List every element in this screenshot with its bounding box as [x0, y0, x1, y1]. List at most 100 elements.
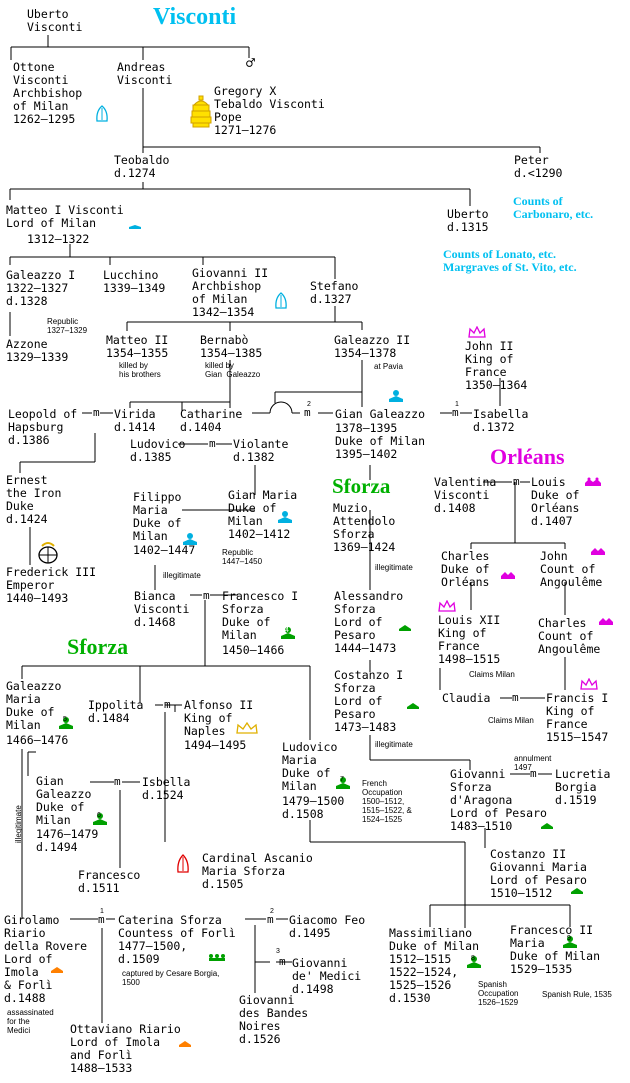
person-francis1: Francis I King of France 1515–1547	[546, 691, 609, 744]
male-symbol: ♂	[246, 54, 256, 72]
person-muzio: Muzio Attendolo Sforza 1369–1424	[333, 501, 396, 554]
person-louis-xii: Louis XII King of France 1498–1515	[438, 613, 501, 666]
marriage-mark: m	[98, 913, 105, 926]
person-giovanni-sforza-dates: 1483–1510	[450, 819, 513, 833]
person-matteo1-dates: 1312–1322	[27, 232, 90, 246]
person-francesco-son: Francesco d.1511	[78, 868, 141, 895]
heading-visconti: Visconti	[153, 4, 237, 30]
person-gian-maria-dates: 1402–1412	[228, 527, 291, 541]
duke-number: 5	[63, 716, 67, 723]
person-uberto-visconti: Uberto Visconti	[27, 7, 83, 34]
person-girolamo: Girolamo	[4, 913, 60, 927]
marriage-mark: m	[267, 913, 274, 926]
duke-number: 7	[340, 776, 344, 783]
person-ernest: Ernest the Iron Duke d.1424	[6, 473, 62, 526]
person-francesco1-dates: 1450–1466	[222, 643, 285, 657]
ducal-crown-icon	[389, 390, 403, 402]
note-annulment: annulment 1497	[514, 754, 552, 772]
person-isabella-france: Isabella d.1372	[473, 407, 529, 434]
heading-orleans: Orléans	[490, 444, 565, 469]
note-republic1: Republic 1327–1329	[47, 317, 88, 335]
note-assassinated: assassinated for the Medici	[7, 1008, 54, 1035]
person-ippolita: Ippolita	[88, 698, 144, 712]
person-gian-galeazzo: Gian Galeazzo	[335, 407, 426, 421]
duke-number: 6	[97, 812, 101, 819]
marriage-mark: m	[209, 437, 216, 450]
person-galeazzo-maria-dates: 1466–1476	[6, 733, 69, 747]
note-claims-milan-1: Claims Milan	[469, 670, 515, 679]
person-stefano: Stefano d.1327	[310, 279, 359, 306]
person-violante: Violante d.1382	[233, 437, 289, 464]
note-illegitimate-vertical: illegitimate	[14, 805, 23, 843]
person-lucchino: Lucchino 1339–1349	[103, 268, 166, 295]
person-alfonso-dates: 1494–1495	[184, 738, 247, 752]
person-louis-orleans: Louis Duke of Orléans d.1407	[531, 475, 580, 528]
person-costanzo1-dates: 1473–1483	[334, 720, 397, 734]
note-spanish-rule: Spanish Rule, 1535	[542, 990, 612, 999]
person-ascanio: Cardinal Ascanio Maria Sforza d.1505	[202, 851, 313, 891]
note-captured: captured by Cesare Borgia, 1500	[122, 969, 220, 987]
person-alfonso: Alfonso II King of Naples	[184, 698, 254, 738]
note-spanish-occupation: Spanish Occupation 1526–1529	[478, 980, 519, 1007]
marriage-mark: m	[114, 775, 121, 788]
person-ludovico: Ludovico d.1385	[130, 437, 186, 464]
marriage-mark: m	[93, 406, 100, 419]
person-andreas: Andreas Visconti	[117, 60, 173, 87]
lord-crown-icon	[51, 967, 63, 973]
person-john-angouleme: John Count of Angoulême	[540, 549, 603, 589]
marriage-number: 2	[270, 908, 274, 915]
marriage-mark: m	[203, 589, 210, 602]
lord-crown-icon	[399, 625, 411, 631]
ducal-crown-icon	[281, 627, 295, 639]
person-galeazzo2: Galeazzo II 1354–1378	[334, 333, 411, 360]
person-bernabo: Bernabò 1354–1385	[200, 333, 263, 360]
person-uberto-ii: Uberto d.1315	[447, 207, 489, 234]
marriage-number: 1	[100, 908, 104, 915]
marriage-mark: m	[452, 406, 459, 419]
person-virida: Virida d.1414	[114, 407, 156, 434]
person-giovanni2: Giovanni II Archbishop of Milan 1342–135…	[192, 266, 269, 319]
person-valentina: Valentina	[434, 475, 497, 489]
person-ludovico-maria: Ludovico Maria Duke of Milan	[282, 740, 338, 793]
person-filippo: Filippo Maria Duke of Milan	[133, 490, 182, 543]
person-costanzo2-dates: 1510–1512	[490, 886, 553, 900]
ducal-crown-icon	[59, 717, 73, 729]
note-carbonaro: Counts of Carbonaro, etc.	[513, 194, 594, 221]
person-gregory-x: Gregory X Tebaldo Visconti Pope 1271–127…	[214, 84, 325, 137]
person-ottone: Ottone Visconti Archbishop of Milan 1262…	[13, 60, 83, 126]
person-peter: Peter d.<1290	[514, 153, 563, 180]
person-girolamo-3: & Forlì d.1488	[4, 978, 53, 1005]
royal-crown-icon	[599, 618, 613, 625]
ducal-crown-icon	[563, 936, 577, 948]
person-giovanni-bande-nere: Giovanni des Bandes Noires d.1526	[239, 993, 309, 1046]
person-caterina: Caterina Sforza	[118, 913, 222, 927]
person-john2: John II King of France 1350–1364	[465, 339, 528, 392]
person-gian-galeazzo-2: 1378–1395 Duke of Milan 1395–1402	[335, 421, 426, 461]
marriage-number: 3	[276, 948, 280, 955]
marriage-mark: m	[304, 406, 311, 419]
person-catharine: Catharine d.1404	[180, 407, 243, 434]
person-caterina-2: Countess of Forlì 1477–1500, d.1509	[118, 926, 236, 966]
ducal-crown-icon	[129, 225, 141, 229]
royal-crown-icon	[591, 548, 605, 555]
person-charles-orleans: Charles Duke of Orléans	[441, 549, 490, 589]
mitre-icon	[275, 292, 287, 309]
person-isbella: Isbella d.1524	[142, 775, 191, 802]
note-lonato: Counts of Lonato, etc. Margraves of St. …	[443, 247, 577, 274]
person-giacomo-feo: Giacomo Feo d.1495	[289, 913, 366, 940]
person-galeazzo-maria: Galeazzo Maria Duke of Milan	[6, 679, 62, 732]
person-leopold-2: Hapsburg d.1386	[8, 420, 64, 447]
heading-sforza-mid: Sforza	[332, 474, 391, 498]
marriage-mark: m	[513, 475, 520, 488]
person-galeazzo1: Galeazzo I 1322–1327 d.1328	[6, 268, 76, 308]
note-illegitimate-3: illegitimate	[375, 740, 413, 749]
note-claims-milan-2: Claims Milan	[488, 716, 534, 725]
heading-sforza-left: Sforza	[67, 634, 129, 659]
ducal-crown-icon	[467, 956, 481, 968]
person-alessandro: Alessandro Sforza Lord of Pesaro	[334, 589, 404, 642]
ducal-crown-icon	[93, 813, 107, 825]
papal-tiara-icon	[190, 95, 212, 128]
note-french-occupation: French Occupation 1500–1512, 1515–1522, …	[362, 779, 412, 824]
person-alessandro-dates: 1444–1473	[334, 641, 397, 655]
